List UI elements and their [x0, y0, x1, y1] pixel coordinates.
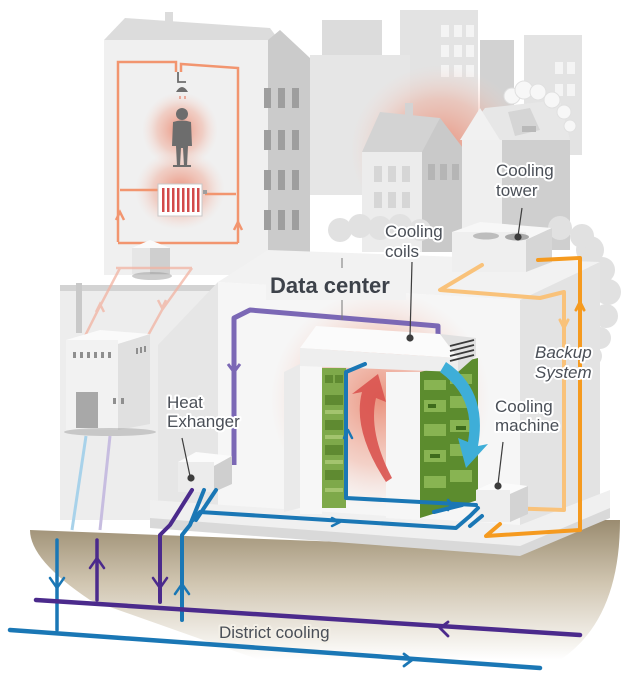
radiator-icon — [157, 183, 207, 217]
hot-water-loop — [114, 60, 244, 245]
data-center-title: Data center — [270, 273, 390, 298]
title-backdrop — [266, 268, 406, 300]
cooling-coils-label-1: Cooling — [385, 222, 443, 241]
district-cooling-label: District cooling — [219, 623, 330, 642]
heat-exchanger-label-1: Heat — [167, 393, 203, 412]
heat-exchanger-label-2: Exhanger — [167, 412, 240, 431]
cooling-tower-label-1: Cooling — [496, 161, 554, 180]
cooling-tower-label-2: tower — [496, 181, 538, 200]
power-plant-icon — [64, 283, 156, 436]
cooling-tower-icon — [452, 222, 552, 272]
power-plant-pipes — [70, 435, 112, 531]
cold-air-arrow — [440, 362, 488, 468]
backup-system-label-1: Backup — [535, 343, 592, 362]
backup-system-pipes — [438, 256, 586, 538]
apartment-building — [104, 12, 310, 275]
district-cooling-mains — [7, 597, 583, 671]
heat-exchanger-box — [178, 452, 232, 492]
ground — [30, 520, 620, 660]
server-rack-icon — [284, 326, 478, 520]
person-icon — [172, 108, 192, 167]
labels: Data center Cooling tower Cooling coils … — [165, 159, 594, 644]
cooling-machine-box — [476, 482, 528, 522]
district-connection-pipes — [48, 488, 218, 632]
shower-icon — [176, 72, 188, 99]
hot-air-arrow — [352, 374, 392, 482]
warm-return-pipe — [226, 307, 441, 465]
cooling-machine-label-1: Cooling — [495, 397, 553, 416]
cooling-coils-vent — [449, 339, 475, 362]
backup-system-label-2: System — [535, 363, 592, 382]
cooling-coils-label-2: coils — [385, 242, 419, 261]
cooling-machine-label-2: machine — [495, 416, 559, 435]
